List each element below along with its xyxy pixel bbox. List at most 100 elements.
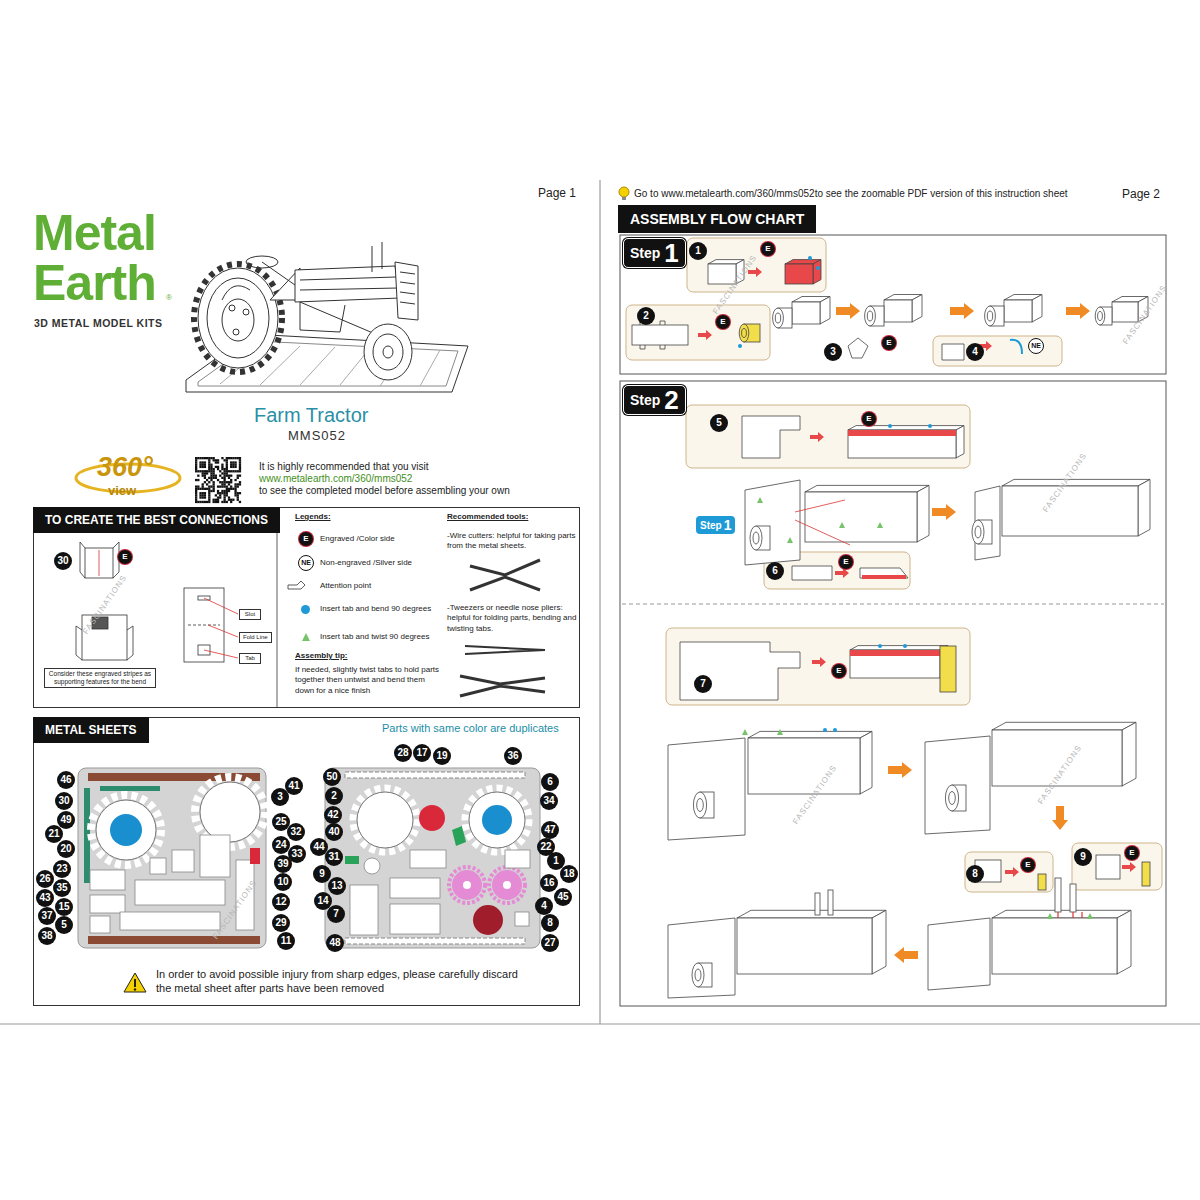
assembly-sketches bbox=[985, 306, 996, 326]
qr-code bbox=[230, 466, 232, 468]
qr-code bbox=[217, 468, 219, 470]
qr-code bbox=[195, 492, 197, 494]
assembly-sketches bbox=[757, 497, 763, 503]
assembly-sketches bbox=[942, 344, 964, 360]
tractor-illustration bbox=[229, 305, 235, 311]
engraved-marker: E bbox=[862, 412, 876, 426]
qr-code bbox=[234, 488, 236, 490]
metal-sheet-right bbox=[452, 870, 482, 900]
assembly-sketches bbox=[1070, 884, 1076, 912]
qr-code bbox=[219, 475, 221, 477]
callout-number: 26 bbox=[36, 870, 54, 888]
qr-code bbox=[195, 496, 197, 498]
warning-icon bbox=[134, 988, 136, 990]
qr-code bbox=[223, 494, 225, 496]
callout-number: 28 bbox=[394, 744, 412, 762]
qr-code bbox=[195, 457, 241, 503]
step-panels bbox=[620, 235, 1166, 374]
assembly-sketches bbox=[1038, 874, 1046, 890]
metal-sheet-right bbox=[364, 858, 380, 874]
assembly-sketches bbox=[805, 492, 917, 542]
qr-code bbox=[239, 466, 241, 468]
step-panels bbox=[620, 235, 1166, 1006]
assembly-sketches bbox=[833, 728, 837, 732]
qr-code bbox=[232, 457, 234, 459]
qr-code bbox=[202, 457, 204, 459]
qr-code bbox=[213, 501, 215, 503]
qr-code bbox=[217, 485, 219, 487]
view-logo-text: view bbox=[108, 484, 136, 497]
qr-code bbox=[226, 488, 228, 490]
metal-sheet-right bbox=[350, 850, 530, 935]
qr-code bbox=[234, 483, 236, 485]
qr-code bbox=[202, 470, 204, 472]
metal-sheet-right bbox=[465, 788, 529, 852]
metal-sheet-right bbox=[350, 885, 378, 935]
qr-code bbox=[195, 490, 197, 492]
engraved-marker: E bbox=[882, 336, 896, 350]
warning-icon bbox=[124, 973, 146, 992]
qr-code bbox=[195, 457, 197, 459]
qr-code bbox=[204, 472, 206, 474]
qr-code bbox=[228, 499, 230, 501]
assembly-sketches bbox=[925, 736, 990, 834]
assembly-sketches bbox=[850, 650, 940, 656]
part-detail-boxes bbox=[626, 305, 770, 360]
legend-swatch bbox=[301, 605, 310, 614]
non-engraved-marker: NE bbox=[298, 555, 314, 571]
qr-code bbox=[206, 488, 208, 490]
page-number: Page 1 bbox=[538, 186, 576, 200]
note-box: Consider these engraved stripes as suppo… bbox=[44, 668, 156, 688]
assembly-sketches bbox=[693, 792, 706, 818]
brand-tagline: 3D METAL MODEL KITS bbox=[34, 317, 163, 330]
qr-code bbox=[223, 496, 225, 498]
metal-sheet-right bbox=[503, 881, 511, 889]
qr-code bbox=[199, 466, 201, 468]
assembly-sketches bbox=[773, 308, 784, 328]
assembly-sketches bbox=[792, 566, 832, 580]
connection-examples bbox=[80, 542, 119, 578]
assembly-sketches bbox=[748, 731, 872, 738]
qr-code bbox=[199, 470, 201, 472]
qr-code bbox=[199, 501, 201, 503]
qr-code bbox=[208, 496, 210, 498]
qr-code bbox=[226, 461, 228, 463]
callout-number: 29 bbox=[272, 914, 290, 932]
qr-code bbox=[219, 496, 221, 498]
qr-code bbox=[223, 475, 225, 477]
qr-code bbox=[226, 457, 228, 459]
assembly-sketches bbox=[878, 644, 882, 648]
tractor-illustration bbox=[364, 324, 412, 380]
qr-code bbox=[234, 470, 236, 472]
qr-code bbox=[210, 470, 212, 472]
qr-code bbox=[202, 466, 204, 468]
qr-code bbox=[232, 466, 234, 468]
callout-number: 39 bbox=[274, 855, 292, 873]
qr-code bbox=[202, 488, 204, 490]
qr-code bbox=[197, 501, 199, 503]
engraved-marker: E bbox=[118, 550, 132, 564]
qr-code bbox=[223, 485, 225, 487]
engraved-marker: E bbox=[761, 242, 775, 256]
tractor-illustration bbox=[382, 242, 383, 269]
qr-code bbox=[221, 492, 223, 494]
callout-number: 37 bbox=[38, 907, 56, 925]
text-label: In order to avoid possible injury from s… bbox=[156, 968, 521, 996]
qr-code bbox=[230, 479, 232, 481]
callout-number: 1 bbox=[689, 242, 707, 260]
qr-code bbox=[210, 457, 212, 459]
callout-number: 32 bbox=[287, 823, 305, 841]
callout-number: 38 bbox=[38, 927, 56, 945]
metal-sheet-left bbox=[110, 814, 142, 846]
qr-code bbox=[204, 466, 206, 468]
engraved-marker: E bbox=[1125, 846, 1139, 860]
qr-code bbox=[226, 464, 228, 466]
metal-sheet-left bbox=[91, 795, 161, 865]
callout-number: 9 bbox=[1074, 848, 1092, 866]
callout-number: 13 bbox=[328, 877, 346, 895]
note-text: If needed, slightly twist tabs to hold p… bbox=[295, 665, 445, 696]
assembly-sketches bbox=[692, 963, 704, 987]
qr-code bbox=[208, 492, 210, 494]
qr-code bbox=[226, 475, 228, 477]
qr-code bbox=[210, 464, 212, 466]
